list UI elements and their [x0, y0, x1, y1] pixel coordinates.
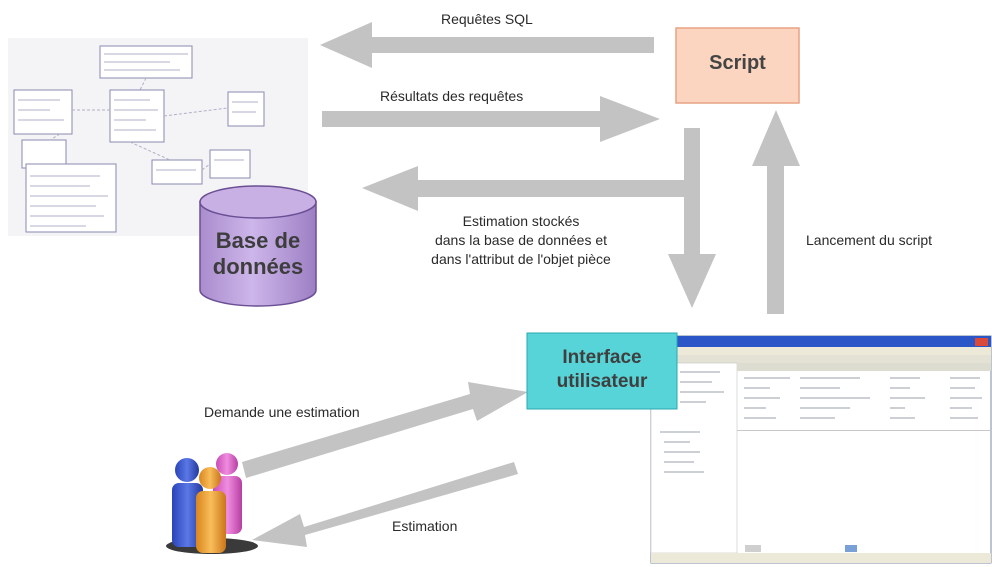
- estimation-arrow: [252, 462, 518, 547]
- script-title: Script: [709, 52, 766, 74]
- estimation-label: Estimation: [392, 518, 458, 534]
- stored-estimation-line-1: Estimation stockés: [462, 213, 580, 229]
- application-window-screenshot: [650, 335, 992, 564]
- interface-title-line-1: Interface: [562, 347, 642, 368]
- group-of-users-icon: [166, 453, 258, 554]
- launch-script-label: Lancement du script: [806, 232, 933, 248]
- database-title-line-1: Base de: [215, 228, 301, 253]
- database-cylinder: [199, 185, 317, 307]
- script-box: [675, 27, 800, 104]
- sql-requests-label: Requêtes SQL: [441, 11, 533, 27]
- database-schema-image: [8, 38, 308, 236]
- query-results-label: Résultats des requêtes: [380, 88, 524, 104]
- launch-script-arrow: [752, 110, 800, 314]
- query-results-arrow: [322, 96, 660, 142]
- database-title-line-2: données: [212, 254, 304, 279]
- request-estimation-arrow: [242, 382, 528, 478]
- database-title: Base de données: [200, 228, 316, 280]
- request-estimation-label: Demande une estimation: [204, 404, 360, 420]
- script-to-interface-arrow: [668, 128, 716, 308]
- interface-box: [526, 332, 678, 410]
- stored-estimation-line-2: dans la base de données et: [434, 232, 608, 248]
- stored-estimation-line-3: dans l'attribut de l'objet pièce: [431, 251, 611, 267]
- sql-requests-arrow: [320, 22, 654, 68]
- stored-estimation-arrow: [362, 166, 688, 211]
- interface-title: Interface utilisateur: [527, 346, 677, 394]
- stored-estimation-label: Estimation stockés dans la base de donné…: [396, 212, 646, 269]
- arrows: [242, 22, 800, 547]
- interface-title-line-2: utilisateur: [556, 371, 648, 392]
